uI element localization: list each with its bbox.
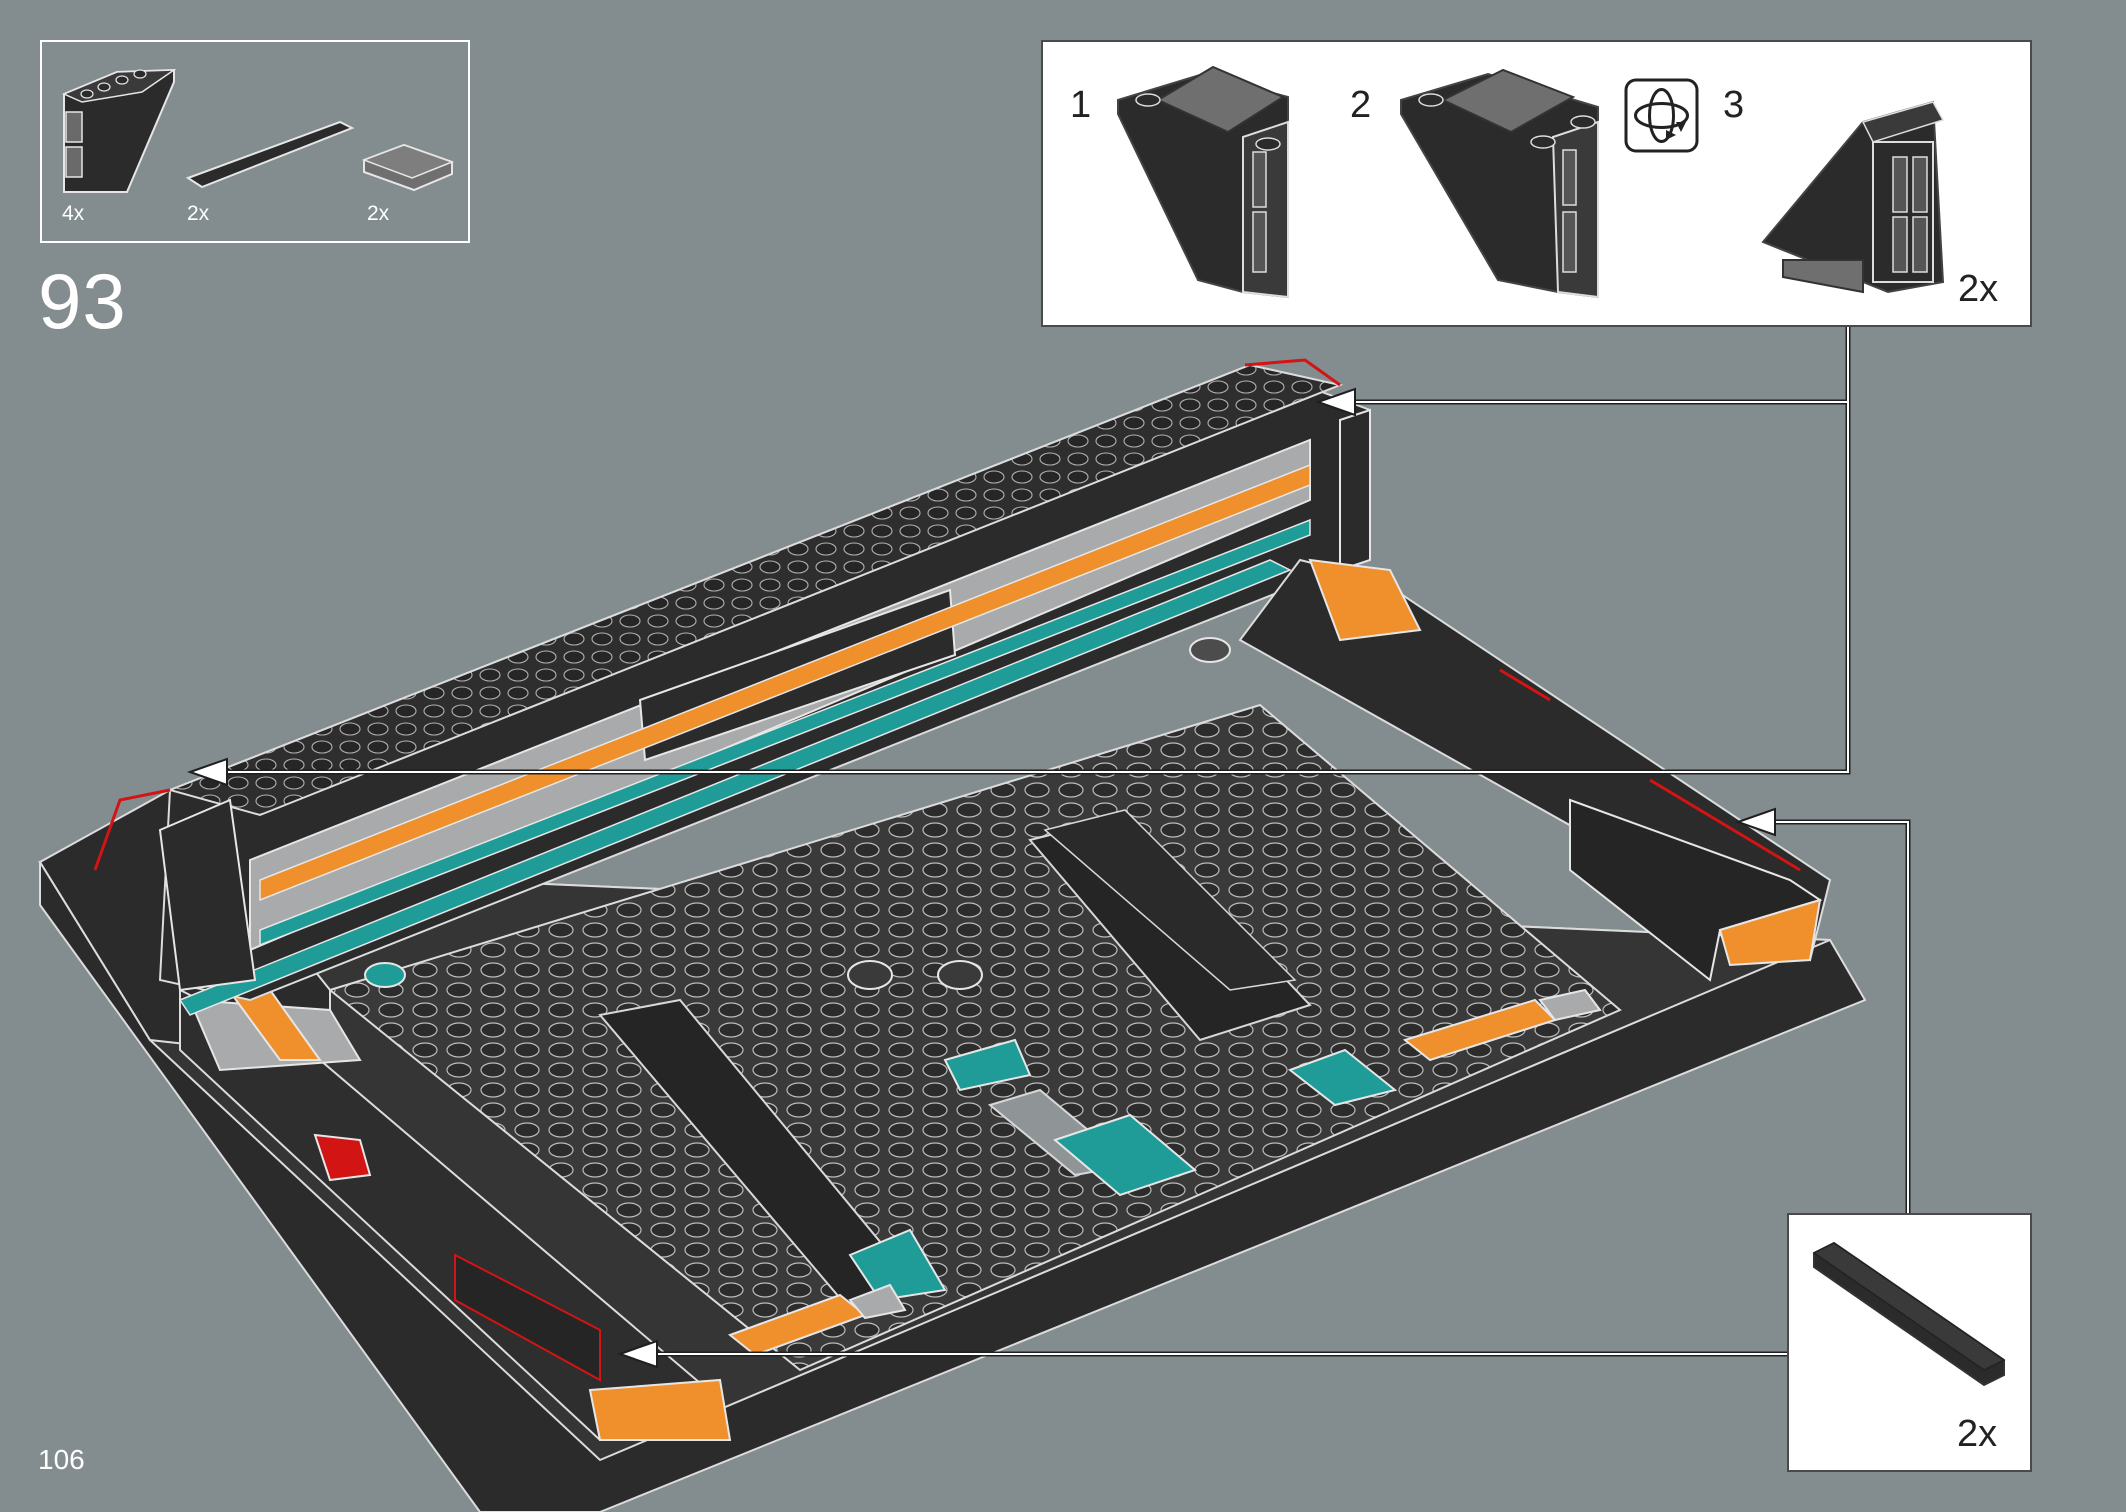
sub-step-2-model — [1400, 68, 1599, 299]
sub-step-1-model — [1117, 65, 1289, 299]
flat-tile-2x2-icon — [361, 143, 455, 192]
sub-assembly-quantity: 2x — [1958, 268, 1999, 310]
parts-list-illustration — [62, 68, 455, 193]
tile-callout-illustration — [1812, 1241, 2006, 1387]
rotate-model-icon — [1624, 78, 1699, 153]
flat-tile-1x6-icon — [185, 120, 355, 189]
parts-list-box: 4x 2x 2x — [40, 40, 470, 243]
sub-step-1-label: 1 — [1070, 84, 1092, 126]
inner-floor — [327, 703, 1622, 1372]
part-quantity-2: 2x — [187, 202, 210, 225]
sub-step-3-label: 3 — [1723, 84, 1745, 126]
sub-assembly-illustration — [1117, 65, 1945, 299]
part-quantity-1: 4x — [62, 202, 85, 225]
sub-step-3-model — [1761, 100, 1945, 294]
page-number: 106 — [38, 1444, 85, 1475]
sub-step-2-label: 2 — [1350, 84, 1372, 126]
tile-quantity: 2x — [1957, 1413, 1998, 1455]
part-quantity-3: 2x — [367, 202, 390, 225]
sub-assembly-callout: 1 2 3 2x — [1041, 40, 2032, 327]
inverted-slope-brick-icon — [62, 68, 177, 193]
tile-callout: 2x — [1787, 1213, 2032, 1472]
step-number: 93 — [38, 257, 127, 345]
flat-tile-1x6-icon — [1812, 1241, 2006, 1387]
